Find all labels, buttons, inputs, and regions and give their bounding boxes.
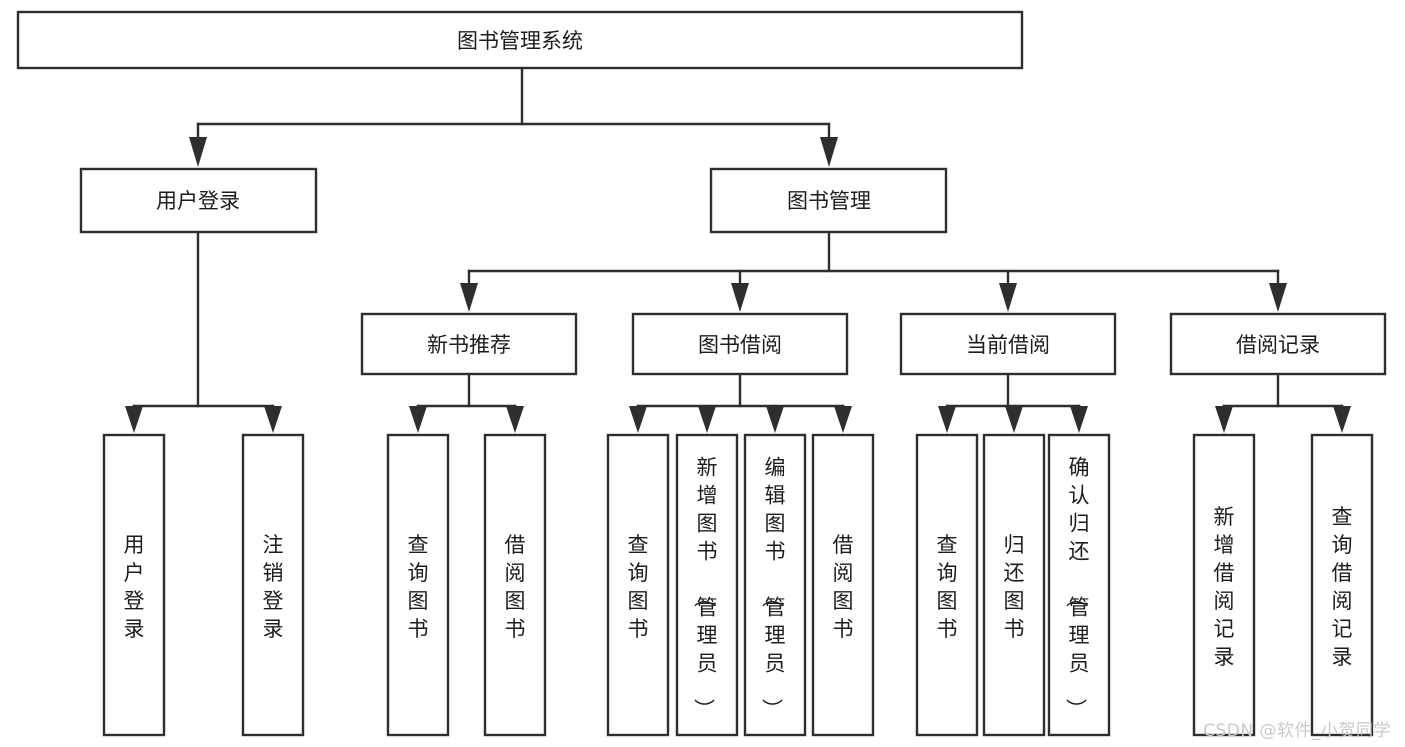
- leaf-logout-box[interactable]: [241, 433, 305, 737]
- arrow-bookmgmt-to-records: [1269, 283, 1287, 312]
- leaf-confirm-return-admin[interactable]: 确认归还（管理员）: [1047, 433, 1111, 737]
- leaf-node-group: 用户登录 注销登录 查询图书 借阅图书 查询图书 新增图书（管理员）: [102, 433, 1374, 737]
- connector-layer: [125, 66, 1351, 433]
- node-user-login-label: 用户登录: [156, 189, 240, 213]
- leaf-query-borrow-record-label: 查询借阅记录: [1332, 505, 1353, 669]
- leaf-query-book-recommend[interactable]: 查询图书: [386, 433, 450, 737]
- arrow-current-to-query: [938, 406, 956, 433]
- leaf-query-book-borrow-label: 查询图书: [628, 533, 649, 641]
- leaf-return-book-label: 归还图书: [1004, 533, 1025, 641]
- arrow-newbook-to-query: [409, 406, 427, 433]
- leaf-query-book-current-label: 查询图书: [937, 533, 958, 641]
- arrow-current-to-return: [1005, 406, 1023, 433]
- leaf-query-book-borrow-box[interactable]: [606, 433, 670, 737]
- leaf-add-borrow-record[interactable]: 新增借阅记录: [1192, 433, 1256, 737]
- arrow-borrow-to-add: [698, 406, 716, 433]
- node-new-book-recommend-label: 新书推荐: [427, 333, 511, 357]
- arrow-bookmgmt-to-current: [999, 283, 1017, 312]
- node-user-login-box[interactable]: [79, 167, 318, 234]
- leaf-confirm-return-admin-label: 确认归还（管理员）: [1064, 455, 1090, 719]
- leaf-user-login-label: 用户登录: [124, 533, 145, 641]
- leaf-query-book-current-box[interactable]: [915, 433, 979, 737]
- node-root-box[interactable]: [16, 10, 1024, 70]
- leaf-user-login[interactable]: 用户登录: [102, 433, 166, 737]
- leaf-return-book[interactable]: 归还图书: [982, 433, 1046, 737]
- arrow-userlogin-to-logout: [264, 406, 282, 433]
- node-new-book-recommend-box[interactable]: [360, 312, 578, 376]
- leaf-query-book-current[interactable]: 查询图书: [915, 433, 979, 737]
- arrow-borrow-to-borrowbook: [834, 406, 852, 433]
- node-book-management-label: 图书管理: [787, 189, 871, 213]
- leaf-query-borrow-record[interactable]: 查询借阅记录: [1310, 433, 1374, 737]
- leaf-add-borrow-record-box[interactable]: [1192, 433, 1256, 737]
- arrow-bookmgmt-to-borrow: [731, 283, 749, 312]
- node-new-book-recommend[interactable]: 新书推荐: [360, 312, 578, 376]
- leaf-borrow-book-recommend-box[interactable]: [483, 433, 547, 737]
- node-book-management-box[interactable]: [709, 167, 948, 234]
- leaf-logout-label: 注销登录: [263, 533, 284, 641]
- arrow-records-to-query: [1333, 406, 1351, 433]
- leaf-query-book-recommend-box[interactable]: [386, 433, 450, 737]
- leaf-borrow-book[interactable]: 借阅图书: [811, 433, 875, 737]
- leaf-add-book-admin[interactable]: 新增图书（管理员）: [675, 433, 739, 737]
- arrow-newbook-to-borrowbook: [506, 406, 524, 433]
- leaf-logout[interactable]: 注销登录: [241, 433, 305, 737]
- node-book-borrow-box[interactable]: [631, 312, 849, 376]
- node-borrow-records-box[interactable]: [1169, 312, 1387, 376]
- leaf-query-book-borrow[interactable]: 查询图书: [606, 433, 670, 737]
- node-borrow-records-label: 借阅记录: [1236, 333, 1320, 357]
- leaf-add-borrow-record-label: 新增借阅记录: [1214, 505, 1235, 669]
- node-book-borrow-label: 图书借阅: [698, 333, 782, 357]
- node-root[interactable]: 图书管理系统: [16, 10, 1024, 70]
- node-current-borrow-label: 当前借阅: [966, 333, 1050, 357]
- arrow-root-to-book-mgmt: [820, 137, 838, 167]
- leaf-add-book-admin-label: 新增图书（管理员）: [692, 455, 718, 719]
- leaf-add-book-admin-box[interactable]: [675, 433, 739, 737]
- node-root-label: 图书管理系统: [457, 29, 583, 53]
- node-book-borrow[interactable]: 图书借阅: [631, 312, 849, 376]
- arrow-root-to-user-login: [189, 137, 207, 167]
- node-borrow-records[interactable]: 借阅记录: [1169, 312, 1387, 376]
- leaf-edit-book-admin-box[interactable]: [743, 433, 807, 737]
- leaf-return-book-box[interactable]: [982, 433, 1046, 737]
- leaf-borrow-book-recommend-label: 借阅图书: [505, 533, 526, 641]
- arrow-bookmgmt-to-newbook: [460, 283, 478, 312]
- node-current-borrow-box[interactable]: [899, 312, 1117, 376]
- leaf-borrow-book-box[interactable]: [811, 433, 875, 737]
- node-book-management[interactable]: 图书管理: [709, 167, 948, 234]
- node-user-login[interactable]: 用户登录: [79, 167, 318, 234]
- leaf-query-borrow-record-box[interactable]: [1310, 433, 1374, 737]
- leaf-edit-book-admin[interactable]: 编辑图书（管理员）: [743, 433, 807, 737]
- arrow-current-to-confirm: [1070, 406, 1088, 433]
- arrow-userlogin-to-login: [125, 406, 143, 433]
- arrow-records-to-add: [1215, 406, 1233, 433]
- leaf-user-login-box[interactable]: [102, 433, 166, 737]
- leaf-borrow-book-label: 借阅图书: [833, 533, 854, 641]
- leaf-confirm-return-admin-box[interactable]: [1047, 433, 1111, 737]
- node-current-borrow[interactable]: 当前借阅: [899, 312, 1117, 376]
- leaf-query-book-recommend-label: 查询图书: [408, 533, 429, 641]
- leaf-borrow-book-recommend[interactable]: 借阅图书: [483, 433, 547, 737]
- arrow-borrow-to-query: [629, 406, 647, 433]
- leaf-edit-book-admin-label: 编辑图书（管理员）: [760, 455, 786, 719]
- arrow-borrow-to-edit: [766, 406, 784, 433]
- csdn-watermark: CSDN @软件_小贺同学: [1203, 721, 1391, 741]
